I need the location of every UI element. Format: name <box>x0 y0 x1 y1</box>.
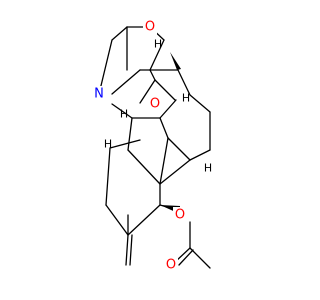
double-bond <box>129 234 133 266</box>
bond <box>159 159 191 185</box>
bond <box>98 39 113 95</box>
bottom-ring <box>105 204 161 266</box>
hydrogen-label: H <box>182 92 190 105</box>
bond <box>127 149 161 185</box>
label-bg <box>92 86 106 102</box>
hydrogen-label: H <box>154 38 162 51</box>
bond <box>177 69 191 96</box>
label-bg <box>164 257 178 273</box>
bond <box>111 69 141 95</box>
bond <box>127 204 161 236</box>
bond <box>139 79 156 104</box>
wedge-bond <box>170 52 181 70</box>
bond <box>167 137 191 161</box>
atom-labels: O N O O O <box>92 19 187 273</box>
bond <box>189 94 211 113</box>
hydrogen-label: H <box>120 108 128 121</box>
bond <box>127 117 133 151</box>
hydrogen-label: H <box>104 138 112 151</box>
bond <box>149 69 156 81</box>
oxygen-atom-ester: O <box>175 208 185 223</box>
label-bg <box>143 19 157 35</box>
bond <box>159 137 169 185</box>
cage-upper <box>105 52 211 206</box>
double-bond <box>125 234 129 266</box>
bond <box>159 99 177 119</box>
bond <box>111 26 128 41</box>
bond <box>159 117 169 139</box>
bond <box>111 103 133 119</box>
hydrogen-labels: H H H H H <box>104 38 212 175</box>
bond <box>105 147 111 206</box>
bond <box>109 139 141 149</box>
label-bg <box>148 96 162 112</box>
double-bond <box>178 249 194 266</box>
bond <box>189 247 211 269</box>
bond <box>154 79 176 101</box>
oxygen-atom-carbonyl: O <box>166 258 176 273</box>
molecule-structure-diagram: O N O O O H H H H H <box>92 19 213 273</box>
oxygen-atom-bridge: O <box>150 97 160 112</box>
hydrogen-label: H <box>204 162 212 175</box>
bond <box>105 204 129 236</box>
bond <box>189 149 211 161</box>
label-bg <box>173 207 187 223</box>
nitrogen-atom: N <box>94 87 104 102</box>
bond <box>149 39 165 71</box>
oxygen-atom-oxazolidine: O <box>145 20 155 35</box>
